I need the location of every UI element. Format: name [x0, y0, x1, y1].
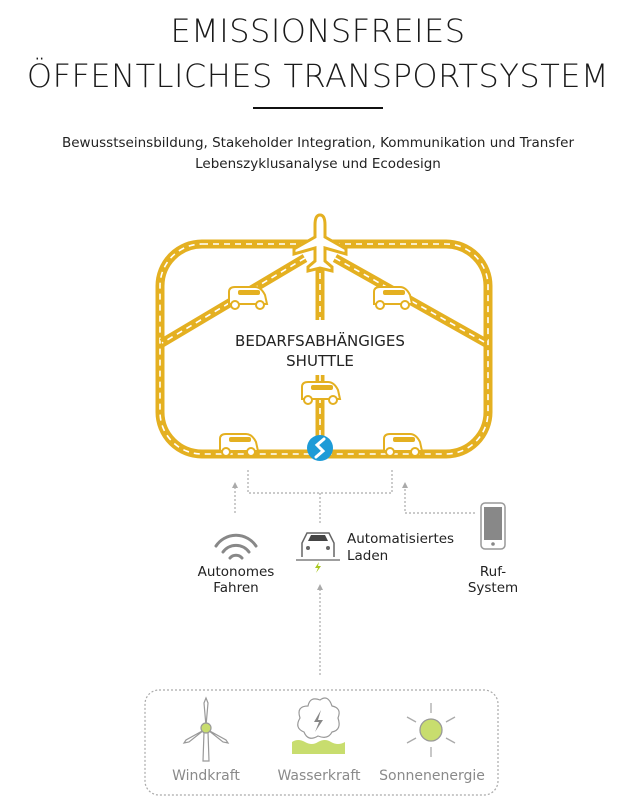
renewable-energy-box	[144, 689, 499, 796]
subtitle-line-2: Lebenszyklusanalyse und Ecodesign	[195, 156, 441, 172]
title-line-2: ÖFFENTLICHES TRANSPORTSYSTEM	[27, 57, 609, 95]
energy-label-wind: Windkraft	[172, 768, 240, 784]
charging-car-icon	[296, 532, 340, 573]
shuttle-car-icon	[373, 286, 413, 310]
call-system-label-1: Ruf-	[480, 564, 506, 580]
center-label-line-1: BEDARFSABHÄNGIGES	[235, 331, 405, 350]
airplane-icon	[292, 213, 348, 273]
automated-charging-label-1: Automatisiertes	[347, 531, 454, 547]
autonomous-driving-label-1: Autonomes	[198, 564, 275, 580]
automated-charging-label-2: Laden	[347, 548, 388, 564]
s-bahn-logo-icon	[307, 435, 333, 461]
wireless-icon	[214, 533, 258, 560]
title-line-1: EMISSIONSFREIES	[170, 12, 465, 50]
autonomous-driving-label-2: Fahren	[213, 580, 258, 596]
hydro-power-icon	[292, 697, 345, 754]
subtitle-line-1: Bewusstseinsbildung, Stakeholder Integra…	[62, 135, 574, 151]
sun-icon	[406, 703, 456, 757]
shuttle-car-icon	[228, 286, 268, 310]
energy-label-solar: Sonnenenergie	[379, 768, 485, 784]
wind-turbine-icon	[182, 696, 230, 762]
smartphone-icon	[480, 502, 506, 550]
energy-label-hydro: Wasserkraft	[277, 768, 361, 784]
center-label-line-2: SHUTTLE	[286, 352, 354, 370]
call-system-label-2: System	[468, 580, 518, 596]
connector-lines	[232, 470, 475, 675]
